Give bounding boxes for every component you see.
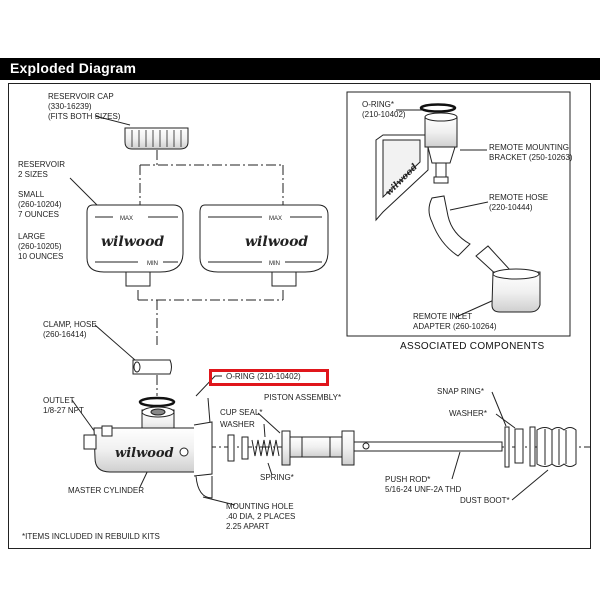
label-dust-boot: DUST BOOT* bbox=[460, 496, 510, 505]
diagram-frame bbox=[8, 83, 591, 549]
washer-right bbox=[514, 428, 524, 464]
label-washer-left: WASHER bbox=[220, 420, 255, 429]
label-master-cylinder: MASTER CYLINDER bbox=[68, 486, 145, 495]
remote-mounting-bracket bbox=[375, 112, 458, 222]
label-reservoir: RESERVOIR 2 SIZES bbox=[18, 160, 65, 179]
associated-components-title: ASSOCIATED COMPONENTS bbox=[400, 341, 545, 352]
o-ring bbox=[138, 396, 176, 408]
label-remote-inlet-adapter: REMOTE INLET ADAPTER (260-10264) bbox=[413, 312, 497, 331]
label-spring: SPRING* bbox=[260, 473, 294, 482]
washer-cup-seal bbox=[227, 434, 249, 462]
reservoir-small-min: MIN bbox=[147, 261, 158, 267]
label-assoc-o-ring: O-RING* (210-10402) bbox=[362, 100, 406, 119]
label-remote-mounting-bracket: REMOTE MOUNTING BRACKET (250-10263) bbox=[489, 143, 573, 162]
reservoir-small-max: MAX bbox=[120, 216, 133, 222]
master-cylinder bbox=[83, 406, 213, 499]
label-cup-seal: CUP SEAL* bbox=[220, 408, 263, 417]
piston-assembly bbox=[281, 430, 355, 466]
remote-hose bbox=[428, 195, 471, 257]
remote-o-ring bbox=[419, 103, 457, 113]
label-mounting-hole: MOUNTING HOLE .40 DIA, 2 PLACES 2.25 APA… bbox=[226, 502, 296, 531]
reservoir-large-min: MIN bbox=[269, 261, 280, 267]
reservoir-small bbox=[86, 204, 184, 287]
label-push-rod: PUSH ROD* 5/16-24 UNF-2A THD bbox=[385, 475, 462, 494]
o-ring-highlight-box bbox=[209, 369, 329, 386]
label-o-ring-main: O-RING (210-10402) bbox=[226, 372, 301, 381]
reservoir-small-logo: wilwood bbox=[101, 234, 164, 250]
reservoir-large-logo: wilwood bbox=[245, 234, 308, 250]
master-cylinder-logo: wilwood bbox=[115, 446, 174, 461]
label-outlet: OUTLET 1/8-27 NPT bbox=[43, 396, 84, 415]
dust-boot bbox=[529, 426, 577, 467]
label-small: SMALL (260-10204) 7 OUNCES bbox=[18, 190, 62, 219]
label-footnote: *ITEMS INCLUDED IN REBUILD KITS bbox=[22, 532, 160, 541]
reservoir-large-max: MAX bbox=[269, 216, 282, 222]
reservoir-large bbox=[199, 204, 329, 287]
label-snap-ring: SNAP RING* bbox=[437, 387, 484, 396]
header-title: Exploded Diagram bbox=[10, 60, 137, 76]
header-bar: Exploded Diagram bbox=[0, 58, 600, 80]
spring bbox=[251, 439, 280, 457]
snap-ring bbox=[504, 426, 510, 468]
label-large: LARGE (260-10205) 10 OUNCES bbox=[18, 232, 64, 261]
label-piston-assembly: PISTON ASSEMBLY* bbox=[264, 393, 342, 402]
associated-components-box bbox=[346, 91, 571, 337]
hose-clamp bbox=[132, 359, 172, 375]
push-rod bbox=[353, 441, 503, 452]
label-remote-hose: REMOTE HOSE (220-10444) bbox=[489, 193, 549, 212]
label-washer-right: WASHER* bbox=[449, 409, 487, 418]
label-clamp-hose: CLAMP, HOSE (260-16414) bbox=[43, 320, 97, 339]
label-reservoir-cap: RESERVOIR CAP (330-16239) (FITS BOTH SIZ… bbox=[48, 92, 121, 121]
reservoir-cap bbox=[124, 127, 189, 150]
remote-inlet-adapter bbox=[475, 245, 541, 313]
